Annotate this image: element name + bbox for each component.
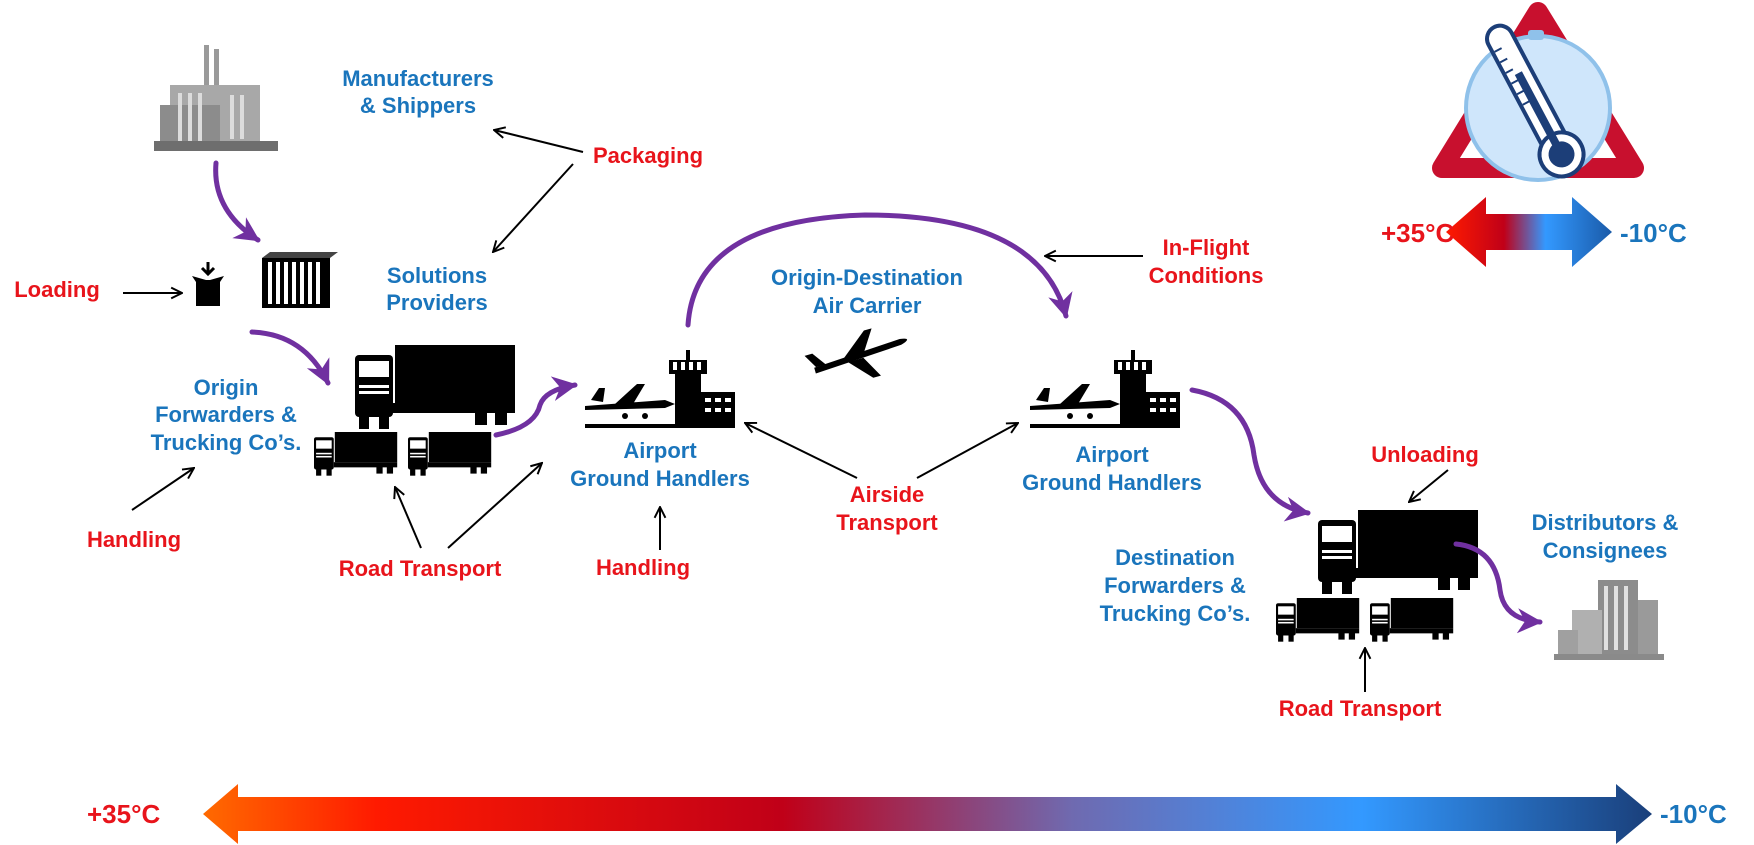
origin-destination-carrier-label: Origin-Destination [771,265,963,290]
thermometer-clock-icon [1432,2,1644,182]
truck-icon [408,432,492,476]
truck-icon [1318,510,1478,594]
road-transport-label-right: Road Transport [1279,696,1442,721]
pointer-arrow [447,463,542,549]
temp-cold-label-large: -10°C [1660,799,1727,829]
pointer-arrow [395,487,422,549]
origin-destination-carrier-label-line2: Air Carrier [813,293,922,318]
handling-label-left: Handling [87,527,181,552]
pointer-arrow [745,423,858,479]
truck-icon [1276,598,1360,642]
handling-label-middle: Handling [596,555,690,580]
solutions-providers-label: Solutions [387,263,487,288]
solutions-providers-label-line2: Providers [386,290,488,315]
road-transport-label-left: Road Transport [339,556,502,581]
pointer-arrow [493,163,574,252]
destination-forwarders-label: Destination [1115,545,1235,570]
temperature-gradient-arrow-large [203,784,1652,844]
temperature-gradient-arrow-small [1446,197,1612,267]
manufacturers-shippers-label-line2: & Shippers [360,93,476,118]
airport-ground-handlers-left-label-line2: Ground Handlers [570,466,750,491]
distributors-consignees-label: Distributors & [1532,510,1679,535]
airport-ground-handlers-right-label: Airport [1075,442,1149,467]
airport-icon [1030,350,1180,428]
flow-arrow [1189,387,1311,522]
airport-icon [585,350,735,428]
pointer-arrow [131,468,194,511]
factory-icon [154,45,278,151]
pointer-arrow [1409,469,1449,502]
airplane-icon [804,328,908,378]
destination-forwarders-label-line3: Trucking Co’s. [1100,601,1251,626]
unloading-label: Unloading [1371,442,1479,467]
packaging-label: Packaging [593,143,703,168]
airside-transport-label-line2: Transport [836,510,938,535]
distributors-consignees-label-line2: Consignees [1543,538,1668,563]
origin-forwarders-label-line3: Trucking Co’s. [151,430,302,455]
airport-ground-handlers-left-label: Airport [623,438,697,463]
box-loading-icon [192,262,224,306]
origin-forwarders-label: Origin [194,375,259,400]
loading-label: Loading [14,277,100,302]
origin-forwarders-label-line2: Forwarders & [155,402,297,427]
flow-arrow [685,212,1073,328]
manufacturers-shippers-label: Manufacturers [342,66,494,91]
in-flight-conditions-label-line2: Conditions [1149,263,1264,288]
truck-icon [355,345,515,429]
container-icon [262,252,338,308]
destination-forwarders-label-line2: Forwarders & [1104,573,1246,598]
pointer-arrow [494,130,584,153]
airside-transport-label: Airside [850,482,925,507]
truck-icon [1370,598,1454,642]
flow-arrow [213,160,261,243]
in-flight-conditions-label: In-Flight [1163,235,1250,260]
pointer-arrow [916,423,1018,479]
temp-hot-label-small: +35°C [1381,218,1455,248]
temp-cold-label-small: -10°C [1620,218,1687,248]
temp-hot-label-large: +35°C [87,799,161,829]
truck-icon [314,432,398,476]
airport-ground-handlers-right-label-line2: Ground Handlers [1022,470,1202,495]
flow-arrow [493,376,578,438]
flow-arrow [249,329,331,386]
flow-arrow [1453,541,1543,634]
office-building-icon [1554,580,1664,660]
